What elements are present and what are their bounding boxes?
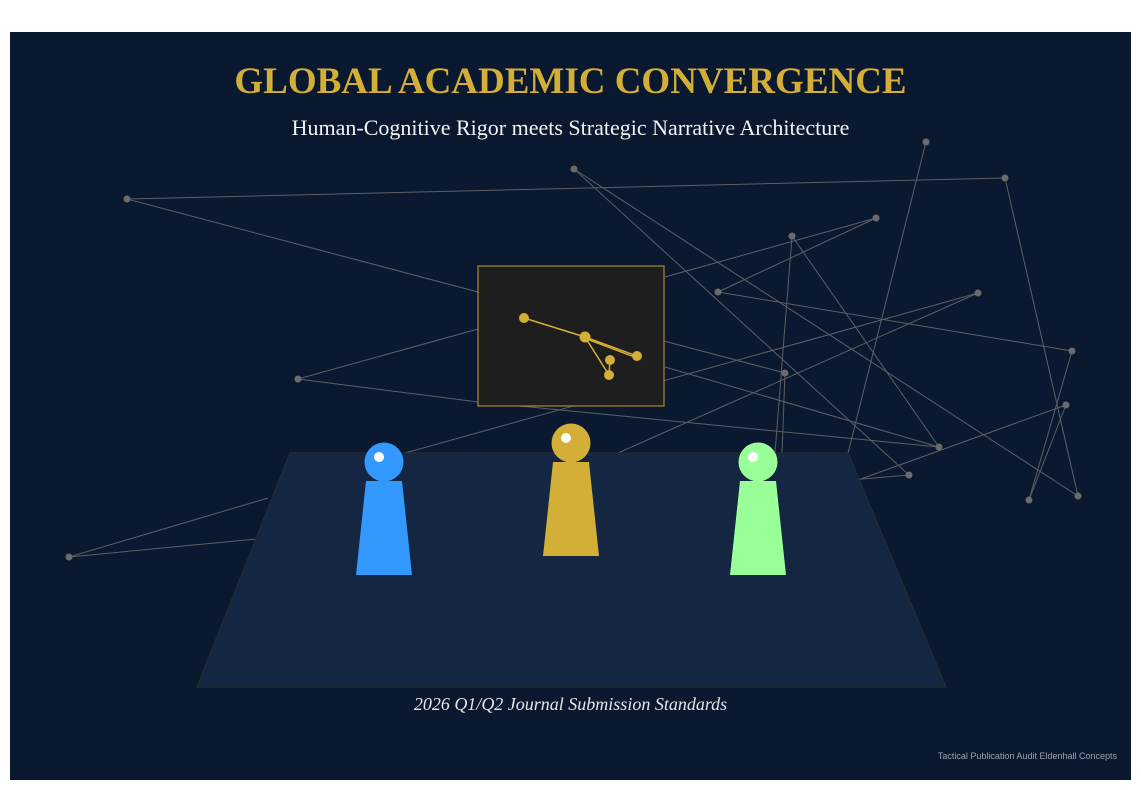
table-caption: 2026 Q1/Q2 Journal Submission Standards: [413, 694, 728, 714]
network-edges: [68, 141, 1079, 558]
blue-piece: [356, 442, 412, 575]
footer-credit: Tactical Publication Audit Eldenhall Con…: [937, 751, 1117, 761]
page-title: GLOBAL ACADEMIC CONVERGENCE: [234, 61, 907, 102]
scene-canvas: GLOBAL ACADEMIC CONVERGENCE Human-Cognit…: [10, 32, 1131, 780]
page-subtitle: Human-Cognitive Rigor meets Strategic Na…: [291, 115, 850, 140]
gold-piece: [543, 423, 599, 556]
inset-constellation-box: [477, 265, 665, 407]
network-background: [65, 138, 1082, 688]
green-piece: [730, 442, 786, 575]
network-nodes: [65, 138, 1082, 561]
